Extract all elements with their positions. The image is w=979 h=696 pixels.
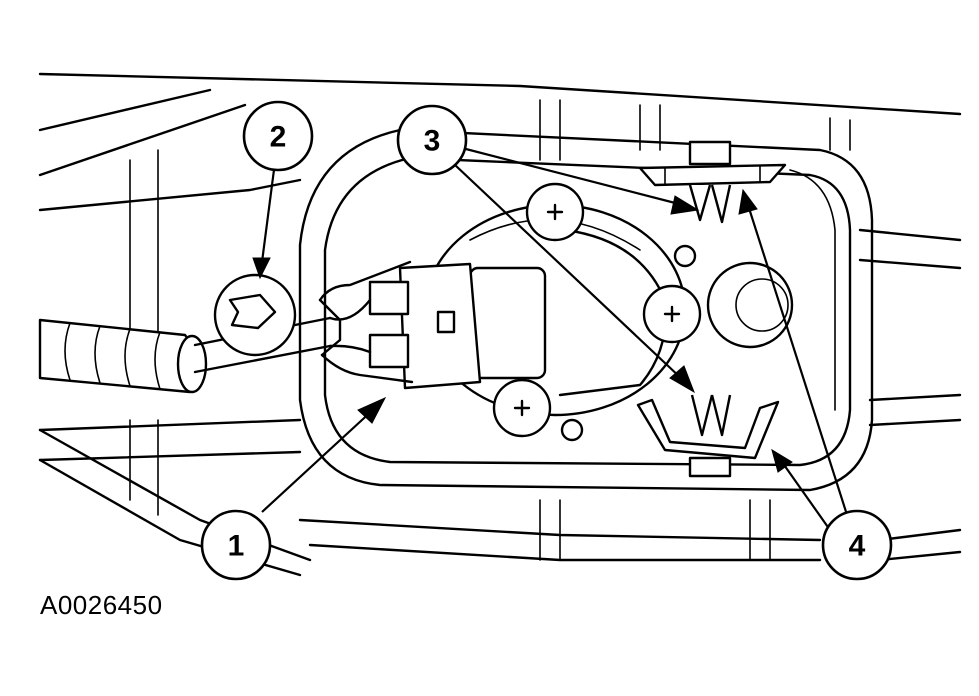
arrow-4-lower <box>771 448 793 473</box>
arrow-2 <box>252 257 271 280</box>
callout-3-label: 3 <box>424 125 441 158</box>
callout-2-label: 2 <box>270 121 287 154</box>
upper-retaining-clip <box>638 140 787 224</box>
wire-harness <box>38 298 372 394</box>
callout-2: 2 <box>242 100 314 172</box>
bezel <box>298 128 874 492</box>
callout-1: 1 <box>200 509 272 581</box>
harness-clip <box>213 273 297 357</box>
screw-right <box>642 284 702 344</box>
arrow-1 <box>357 396 387 424</box>
callout-3: 3 <box>396 104 468 176</box>
callout-1-label: 1 <box>228 530 245 563</box>
adjuster-hole <box>706 261 794 349</box>
callout-4-label: 4 <box>849 530 866 563</box>
arrow-4-upper <box>738 188 758 215</box>
arrow-3-lower <box>669 365 695 394</box>
housing-frame <box>38 72 962 577</box>
electrical-connector <box>318 260 547 390</box>
callout-4: 4 <box>821 509 893 581</box>
arrow-3-upper <box>670 195 700 215</box>
screw-top <box>525 182 585 242</box>
screw-bottom <box>492 378 552 438</box>
leader-lines <box>252 146 850 531</box>
figure-code: A0026450 <box>40 590 163 620</box>
lower-retaining-clip <box>636 394 780 478</box>
